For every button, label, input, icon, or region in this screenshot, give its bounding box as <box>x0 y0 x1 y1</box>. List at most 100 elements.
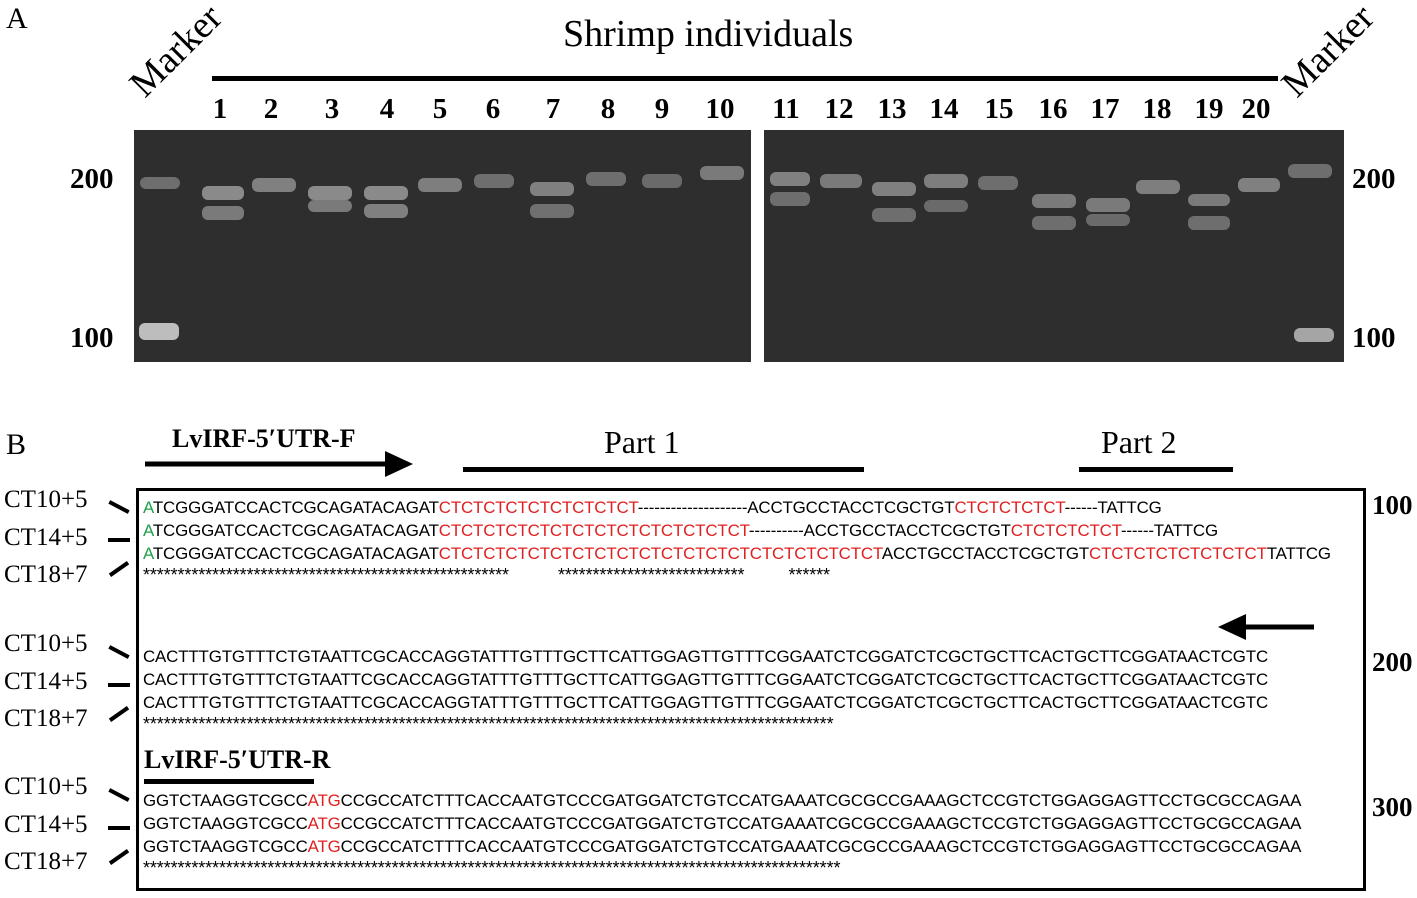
lane-number: 20 <box>1241 93 1271 125</box>
gel-band <box>418 178 462 192</box>
lane-number: 6 <box>485 93 501 125</box>
lane-number: 10 <box>705 93 735 125</box>
gel-image-right <box>764 130 1344 362</box>
gel-band <box>1188 216 1230 230</box>
marker-band-200 <box>1288 164 1332 178</box>
seq-segment: GGTCTAAGGTCGCC <box>143 791 308 810</box>
gel-band <box>202 206 244 220</box>
ct-repeat: CTCTCTCTCTCTCTCTCTCTCTCTCTCT <box>438 521 749 540</box>
part2-label: Part 2 <box>1101 424 1177 460</box>
gel-band <box>202 186 244 200</box>
conservation-row: ****************************************… <box>143 858 841 878</box>
reverse-primer-label: LvIRF-5′UTR-R <box>144 745 331 774</box>
sequence-row: ATCGGGATCCACTCGCAGATACAGAT CTCTCTCTCTCTCT… <box>143 542 1331 565</box>
lane-number: 13 <box>877 93 907 125</box>
row-tick <box>108 645 130 659</box>
marker-band-200 <box>140 177 180 189</box>
sequence-row: ATCGGGATCCACTCGCAGATACAGATCTCTCTCTCTCTCT… <box>143 496 1331 519</box>
sequence-block-1: ATCGGGATCCACTCGCAGATACAGATCTCTCTCTCTCTCT… <box>143 496 1331 586</box>
reverse-arrow-icon <box>1218 614 1314 640</box>
row-label: CT14+5 <box>4 811 88 838</box>
lane-number: 14 <box>929 93 959 125</box>
gel-band <box>770 172 810 186</box>
ct-repeat: CTCTCTCTCTCTCTCT <box>1089 544 1267 563</box>
lane-number: 9 <box>654 93 670 125</box>
row-tick <box>108 788 130 802</box>
seq-segment: CCGCCATCTTTCACCAATGTCCCGATGGATCTGTCCATGA… <box>340 837 1302 856</box>
lane-number: 3 <box>324 93 340 125</box>
position-label-200: 200 <box>1372 647 1413 677</box>
gel-band <box>1086 198 1130 212</box>
lane-number: 8 <box>600 93 616 125</box>
lane-number: 15 <box>984 93 1014 125</box>
seq-segment: ------TATTCG <box>1120 521 1218 540</box>
gel-band <box>474 174 514 188</box>
individuals-bracket <box>212 76 1278 81</box>
panel-a-title: Shrimp individuals <box>563 13 854 55</box>
gel-band <box>770 192 810 206</box>
ct-repeat: CTCTCTCTCT <box>1010 521 1121 540</box>
gel-band <box>252 178 296 192</box>
seq-segment: TCGGGATCCACTCGCAGATACAGAT <box>152 521 439 540</box>
forward-primer-label: LvIRF-5′UTR-F <box>172 424 356 453</box>
sequence-row: CACTTTGTGTTTCTGTAATTCGCACCAGGTATTTGTTTGC… <box>143 670 1268 689</box>
lane-number: 4 <box>379 93 395 125</box>
row-label: CT14+5 <box>4 524 88 551</box>
sequence-row: GGTCTAAGGTCGCCATGCCGCCATCTTTCACCAATGTCCC… <box>143 835 1301 858</box>
sequence-row: GGTCTAAGGTCGCCATGCCGCCATCTTTCACCAATGTCCC… <box>143 789 1301 812</box>
lane-number: 16 <box>1038 93 1068 125</box>
gel-band <box>364 204 408 218</box>
start-base: A <box>143 521 153 540</box>
gel-band <box>924 200 968 212</box>
row-label: CT18+7 <box>4 705 88 732</box>
lane-number: 19 <box>1194 93 1224 125</box>
row-label: CT10+5 <box>4 773 88 800</box>
row-tick <box>108 683 130 687</box>
lane-number: 11 <box>772 93 800 125</box>
panel-a-label: A <box>6 2 28 35</box>
gel-band <box>1032 194 1076 208</box>
size-label-100: 100 <box>70 322 114 354</box>
row-label: CT10+5 <box>4 630 88 657</box>
row-tick <box>108 706 130 722</box>
row-tick <box>108 849 130 865</box>
lane-number: 5 <box>432 93 448 125</box>
gel-band <box>1032 216 1076 230</box>
position-label-300: 300 <box>1372 792 1413 822</box>
sequence-row: GGTCTAAGGTCGCCATGCCGCCATCTTTCACCAATGTCCC… <box>143 812 1301 835</box>
row-label: CT18+7 <box>4 561 88 588</box>
seq-segment: --------------------ACCTGCCTACCTCGCTGT <box>637 498 955 517</box>
seq-segment: ACCTGCCTACCTCGCTGT <box>881 544 1090 563</box>
gel-band <box>308 186 352 200</box>
row-tick <box>108 826 130 830</box>
marker-band-100 <box>139 323 179 340</box>
ct-repeat: CTCTCTCTCT <box>954 498 1065 517</box>
seq-segment: ------TATTCG <box>1064 498 1162 517</box>
gel-band <box>1086 214 1130 226</box>
lane-number: 7 <box>545 93 561 125</box>
row-label: CT18+7 <box>4 848 88 875</box>
seq-segment: TCGGGATCCACTCGCAGATACAGAT <box>152 544 439 563</box>
size-label-100: 100 <box>1352 322 1396 354</box>
row-tick <box>108 500 130 514</box>
position-label-100: 100 <box>1372 490 1413 520</box>
part1-label: Part 1 <box>604 424 680 460</box>
row-tick <box>108 561 130 577</box>
gel-band <box>530 182 574 196</box>
lane-number: 1 <box>212 93 228 125</box>
reverse-primer-bar <box>144 779 314 784</box>
part2-bar <box>1079 467 1233 472</box>
row-label: CT10+5 <box>4 486 88 513</box>
seq-segment: CCGCCATCTTTCACCAATGTCCCGATGGATCTGTCCATGA… <box>340 814 1302 833</box>
gel-band <box>308 200 352 212</box>
size-label-200: 200 <box>70 163 114 195</box>
seq-segment: TATTCG <box>1266 544 1331 563</box>
sequence-row: ATCGGGATCCACTCGCAGATACAGATCTCTCTCTCTCTCT… <box>143 519 1331 542</box>
start-base: A <box>143 544 153 563</box>
gel-band <box>1136 180 1180 194</box>
gel-band <box>924 174 968 188</box>
sequence-row: CACTTTGTGTTTCTGTAATTCGCACCAGGTATTTGTTTGC… <box>143 647 1268 666</box>
marker-label-right: Marker <box>1273 0 1383 106</box>
gel-band <box>642 174 682 188</box>
sequence-row: CACTTTGTGTTTCTGTAATTCGCACCAGGTATTTGTTTGC… <box>143 693 1268 712</box>
